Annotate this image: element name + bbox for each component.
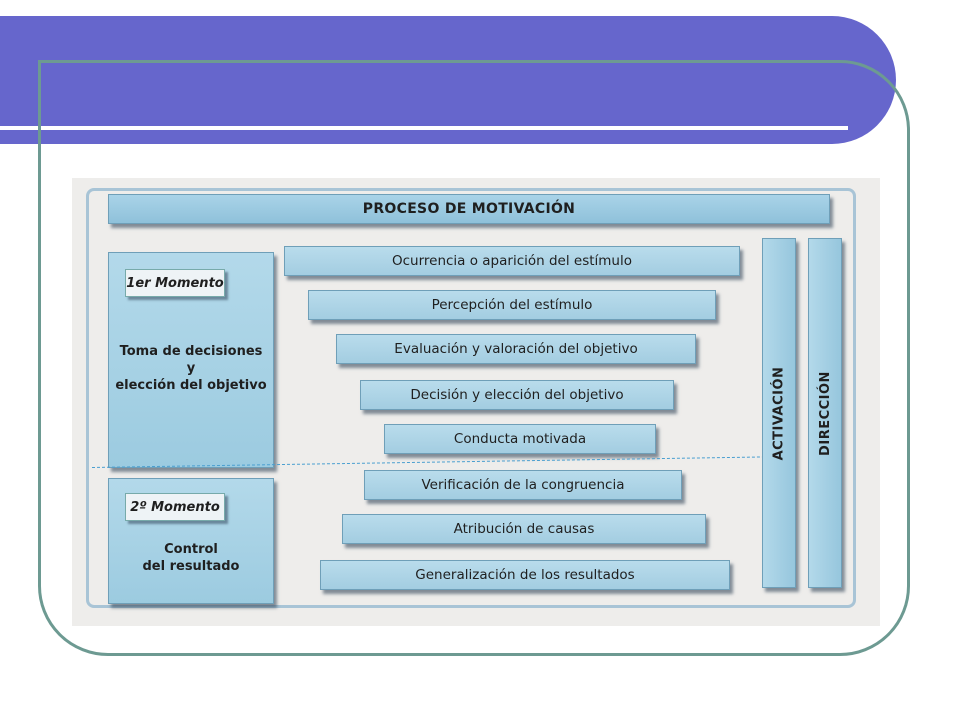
step-box: Conducta motivada	[384, 424, 656, 454]
step-label: Verificación de la congruencia	[421, 477, 625, 493]
slide-frame	[38, 60, 910, 656]
moment-2-panel: 2º Momento Control del resultado	[108, 478, 274, 604]
step-label: Percepción del estímulo	[431, 297, 593, 313]
activation-label: ACTIVACIÓN	[771, 366, 787, 460]
moment-2-label: 2º Momento	[130, 499, 220, 515]
process-title: PROCESO DE MOTIVACIÓN	[362, 201, 576, 217]
step-label: Evaluación y valoración del objetivo	[394, 341, 638, 357]
title-underline	[0, 126, 848, 130]
moment-2-line: del resultado	[142, 559, 240, 574]
step-box: Percepción del estímulo	[308, 290, 716, 320]
step-box: Generalización de los resultados	[320, 560, 730, 590]
moment-1-description: Toma de decisiones y elección del objeti…	[109, 343, 273, 394]
step-label: Ocurrencia o aparición del estímulo	[391, 253, 633, 269]
motivation-process-figure: PROCESO DE MOTIVACIÓN 1er Momento Toma d…	[72, 178, 880, 626]
moment-1-line: y	[186, 361, 196, 376]
process-title-bar: PROCESO DE MOTIVACIÓN	[108, 194, 830, 224]
step-box: Atribución de causas	[342, 514, 706, 544]
figure-border	[86, 188, 856, 608]
step-label: Conducta motivada	[453, 431, 587, 447]
slide-title-bar	[0, 16, 896, 144]
step-label: Generalización de los resultados	[415, 567, 635, 583]
moment-2-description: Control del resultado	[109, 541, 273, 575]
step-box: Decisión y elección del objetivo	[360, 380, 674, 410]
moment-2-tag: 2º Momento	[125, 493, 225, 521]
moment-1-line: elección del objetivo	[115, 378, 267, 393]
moment-1-tag: 1er Momento	[125, 269, 225, 297]
moment-1-panel: 1er Momento Toma de decisiones y elecció…	[108, 252, 274, 468]
direction-label: DIRECCIÓN	[817, 370, 833, 456]
moment-2-line: Control	[164, 542, 218, 557]
step-label: Decisión y elección del objetivo	[410, 387, 624, 403]
moment-1-line: Toma de decisiones	[119, 344, 263, 359]
moment-1-label: 1er Momento	[126, 275, 224, 291]
step-box: Evaluación y valoración del objetivo	[336, 334, 696, 364]
direction-bar: DIRECCIÓN	[808, 238, 842, 588]
step-box: Ocurrencia o aparición del estímulo	[284, 246, 740, 276]
step-label: Atribución de causas	[453, 521, 595, 537]
step-box: Verificación de la congruencia	[364, 470, 682, 500]
activation-bar: ACTIVACIÓN	[762, 238, 796, 588]
